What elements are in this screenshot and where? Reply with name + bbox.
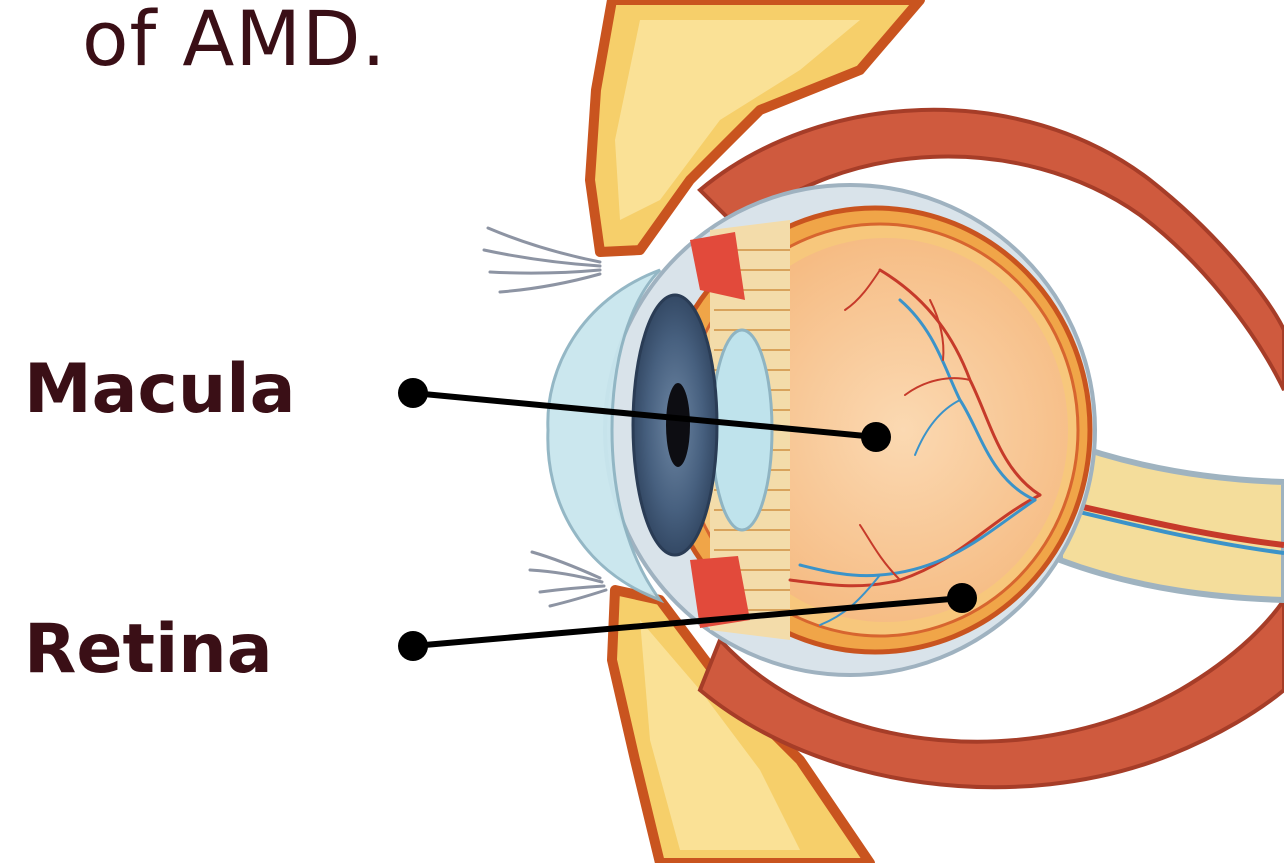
macula-pointer-start-dot: [398, 378, 428, 408]
pupil: [666, 383, 690, 467]
lens: [712, 330, 772, 530]
retina-pointer-start-dot: [398, 631, 428, 661]
macula-pointer-end-dot: [861, 422, 891, 452]
retina-label: Retina: [24, 610, 273, 689]
heading-fragment: of AMD.: [82, 0, 387, 83]
macula-label: Macula: [24, 350, 295, 429]
retina-pointer-end-dot: [947, 583, 977, 613]
